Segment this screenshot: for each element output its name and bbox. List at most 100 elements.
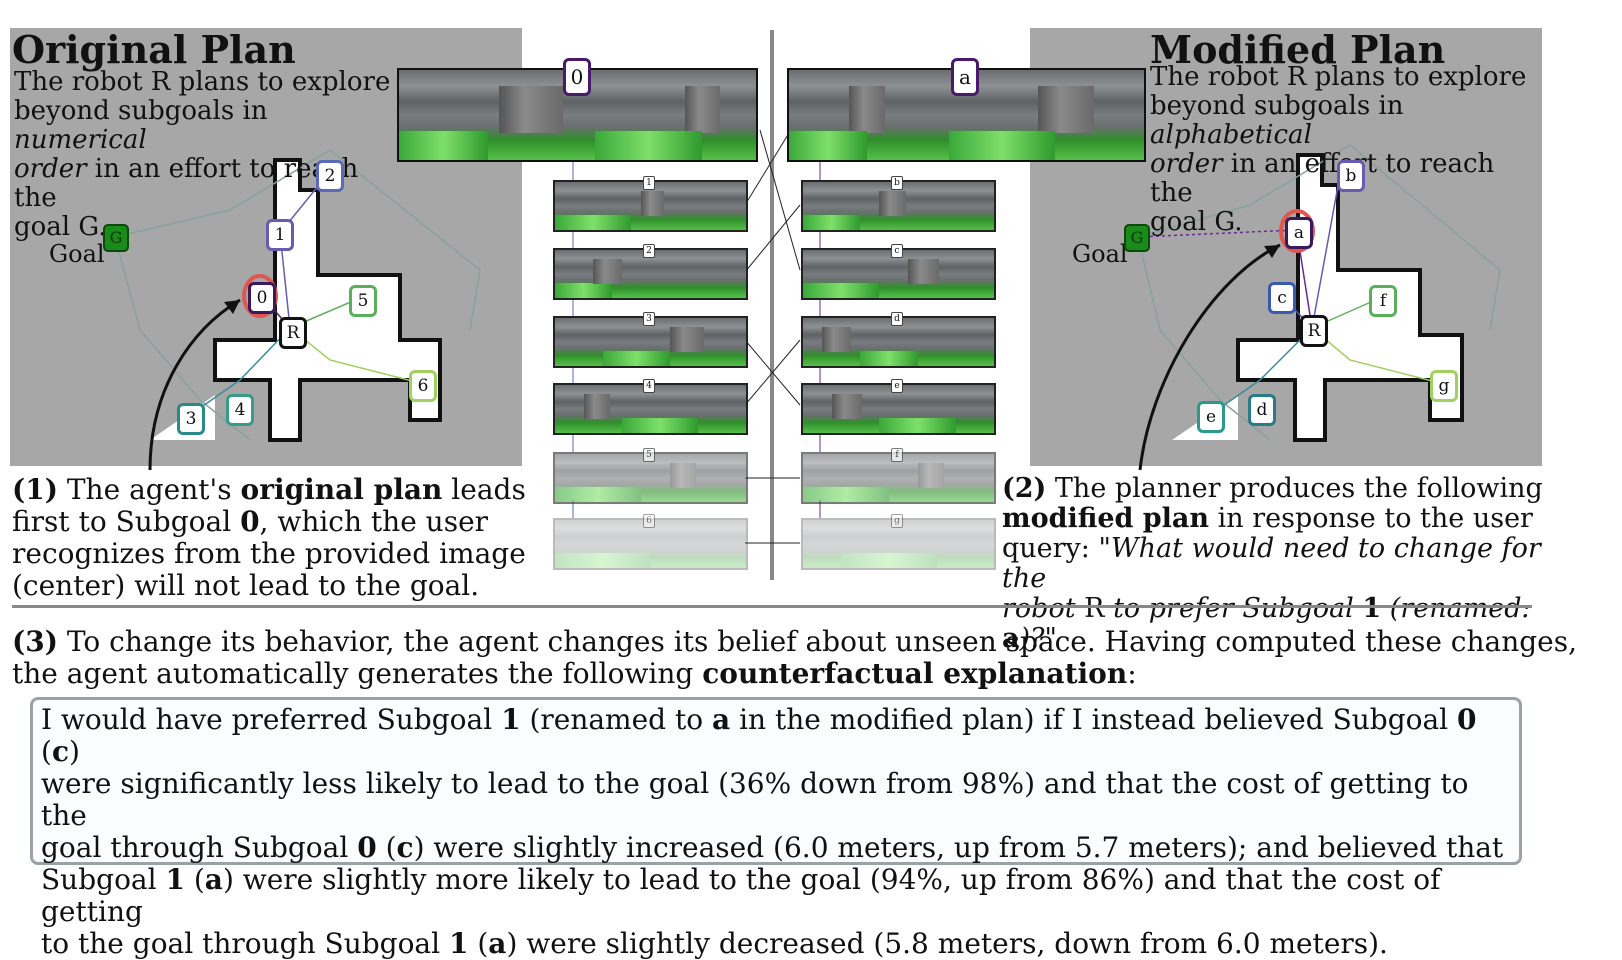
pillar (498, 86, 564, 133)
subgoal-1: 1 (266, 219, 294, 251)
caption-query: (renamed: (1381, 593, 1531, 624)
expl-bold: 1 (448, 927, 469, 960)
goal-marker: G (103, 224, 129, 252)
goal-marker: G (1124, 224, 1150, 252)
thumb-label: c (891, 244, 903, 258)
grass (602, 350, 670, 366)
grass (555, 214, 632, 230)
pillar (669, 462, 697, 488)
caption-text: R (1075, 593, 1114, 624)
expl-bold: 0 (357, 831, 377, 864)
subgoal-2: 2 (316, 160, 344, 192)
goal-label: Goal (1072, 240, 1128, 268)
expl-text: in the modified plan) if I instead belie… (730, 703, 1458, 736)
caption-line: the agent automatically generates the fo… (12, 658, 1612, 690)
caption-text: The agent's (57, 473, 241, 506)
explanation-line: Subgoal 1 (a) were slightly more likely … (41, 864, 1511, 928)
caption-line: (1) The agent's original plan leads (12, 474, 542, 506)
caption-bold: original plan (240, 473, 443, 506)
pillar (879, 190, 907, 216)
grass (841, 552, 937, 568)
desc-line: goal G. (1150, 207, 1243, 237)
caption-text: query: (1002, 533, 1099, 564)
explanation-line: I would have preferred Subgoal 1 (rename… (41, 704, 1511, 768)
grass (789, 131, 868, 160)
grass (399, 131, 489, 160)
pillar (822, 326, 851, 352)
expl-text: goal through Subgoal (41, 831, 358, 864)
pillar (908, 258, 939, 284)
caption-bold: 0 (240, 505, 260, 538)
thumb-label: f (891, 448, 903, 462)
pillar (1037, 86, 1095, 133)
caption-text: the agent automatically generates the fo… (12, 657, 703, 690)
caption-line: robot R to prefer Subgoal 1 (renamed: a)… (1002, 594, 1562, 654)
caption-text: leads (442, 473, 526, 506)
expl-text: Subgoal (41, 863, 166, 896)
pillar (849, 86, 885, 133)
subgoal-4: 4 (226, 394, 254, 426)
grass (555, 282, 613, 298)
grass (803, 282, 880, 298)
subgoal-b: b (1337, 160, 1365, 192)
grass (803, 486, 889, 502)
caption-number: (2) (1002, 473, 1047, 504)
pillar (831, 393, 863, 419)
desc-line: beyond subgoals in numerical (14, 97, 394, 155)
caption-line: (center) will not lead to the goal. (12, 569, 480, 602)
expl-text: ( (376, 831, 397, 864)
thumb-label: 4 (643, 379, 655, 393)
pillar (917, 462, 945, 488)
subgoal-c: c (1268, 282, 1296, 314)
caption-modified-plan: (2) The planner produces the following m… (1002, 474, 1562, 654)
pillar (593, 258, 622, 284)
subgoal-d: d (1248, 394, 1276, 426)
caption-text: To change its behavior, the agent change… (57, 625, 1578, 658)
caption-original-plan: (1) The agent's original plan leads firs… (12, 474, 542, 602)
caption-text: : (1127, 657, 1137, 690)
pillar (669, 326, 704, 352)
expl-text: ) were slightly decreased (5.8 meters, d… (506, 927, 1388, 960)
thumb-label: d (891, 312, 903, 326)
modified-plan-title: Modified Plan (1150, 27, 1446, 72)
thumb-label: 6 (643, 514, 655, 528)
original-plan-title: Original Plan (12, 27, 296, 72)
expl-bold: a (712, 703, 731, 736)
robot-marker: R (279, 317, 307, 349)
grass (595, 131, 703, 160)
thumb-label: 3 (643, 312, 655, 326)
expl-text: ( (41, 735, 52, 768)
desc-emph: order (1150, 149, 1223, 179)
caption-line: recognizes from the provided image (12, 537, 526, 570)
thumb-label: e (891, 379, 903, 393)
subgoal-0-tag: 0 (563, 58, 591, 96)
desc-text: in an effort to reach the (14, 154, 359, 213)
thumb-b (801, 180, 996, 232)
expl-text: I would have preferred Subgoal (41, 703, 502, 736)
expl-text: ) (69, 735, 80, 768)
thumb-f (801, 452, 996, 504)
expl-bold: 0 (1457, 703, 1477, 736)
desc-emph: alphabetical (1150, 120, 1312, 150)
pillar (640, 190, 664, 216)
expl-text: ) were slightly increased (6.0 meters, u… (413, 831, 1504, 864)
caption-text: in response to the user (1209, 503, 1533, 534)
grass (621, 417, 699, 433)
thumb-label: 5 (643, 448, 655, 462)
caption-bold: a (1002, 623, 1020, 654)
caption-bold: counterfactual explanation (702, 657, 1128, 690)
expl-text: ( (468, 927, 489, 960)
caption-text: The planner produces the following (1046, 473, 1543, 504)
caption-line: query: "What would need to change for th… (1002, 534, 1562, 594)
expl-text: (renamed to (520, 703, 713, 736)
expl-bold: 1 (165, 863, 185, 896)
desc-text: beyond subgoals in (1150, 91, 1404, 121)
subgoal-e: e (1197, 401, 1225, 433)
pillar (684, 86, 721, 133)
desc-emph: numerical (14, 125, 147, 155)
desc-line: The robot R plans to explore (14, 67, 391, 97)
desc-line: The robot R plans to explore (1150, 62, 1527, 92)
caption-number: (3) (12, 625, 58, 658)
subgoal-f: f (1369, 285, 1397, 317)
subgoal-0: 0 (248, 282, 276, 314)
